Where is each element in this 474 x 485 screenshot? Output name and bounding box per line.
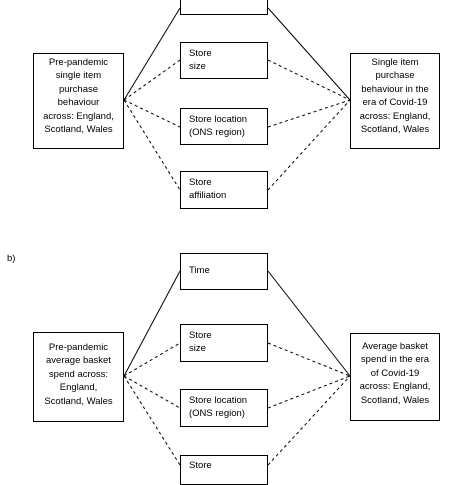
connector-b-location-left — [123, 375, 181, 409]
box-line: Scotland, Wales — [360, 124, 430, 136]
box-line: across: England, — [43, 110, 114, 122]
connector-a-size-right — [267, 59, 351, 101]
box-line: size — [189, 343, 206, 355]
box-line: average basket — [46, 355, 111, 367]
box-line: behaviour in the — [361, 83, 429, 95]
connector-b-affiliation-left — [123, 375, 181, 466]
box-line: Time — [189, 265, 210, 276]
panel-label-b: b) — [7, 253, 16, 264]
factor-box-time-a — [180, 0, 268, 15]
box-line: Store — [189, 460, 212, 471]
box-line: affiliation — [189, 190, 227, 202]
pre-pandemic-box-b: Pre-pandemic average basket spend across… — [33, 332, 124, 422]
connector-b-time-left — [123, 270, 181, 377]
box-line: Scotland, Wales — [44, 395, 113, 407]
box-line: Store — [189, 177, 212, 188]
box-line: across: England, — [359, 381, 431, 393]
box-line: spend across: — [48, 368, 109, 380]
box-line: Store location — [189, 395, 248, 406]
factor-box-affiliation-a: Store affiliation — [180, 171, 268, 209]
pre-pandemic-box-a: Pre-pandemic single item purchase behavi… — [33, 53, 124, 149]
box-line: spend in the era — [360, 354, 430, 366]
box-line: (ONS region) — [189, 127, 245, 139]
connector-b-size-left — [123, 342, 181, 377]
connector-a-time-left — [123, 7, 181, 101]
factor-box-location-b: Store location (ONS region) — [180, 389, 268, 427]
connector-a-time-right — [267, 7, 351, 101]
connector-b-location-right — [267, 375, 351, 409]
connector-a-location-left — [123, 99, 181, 128]
factor-box-affiliation-b: Store — [180, 455, 268, 485]
covid-era-box-a: Single item purchase behaviour in the er… — [350, 53, 440, 149]
box-line: England, — [59, 382, 98, 394]
box-line: behaviour — [57, 97, 100, 109]
box-line: Single item — [371, 57, 419, 68]
connector-b-size-right — [267, 342, 351, 377]
connector-a-size-left — [123, 59, 181, 101]
box-line: single item — [55, 70, 102, 82]
box-line: Store — [189, 48, 212, 59]
connector-b-time-right — [267, 270, 351, 377]
box-line: Scotland, Wales — [360, 394, 430, 406]
box-line: Store — [189, 330, 212, 341]
box-line: Average basket — [362, 341, 428, 352]
box-line: purchase — [58, 83, 99, 95]
box-line: across: England, — [359, 110, 431, 122]
box-line: Pre-pandemic — [48, 342, 109, 353]
covid-era-box-b: Average basket spend in the era of Covid… — [350, 333, 440, 421]
factor-box-size-a: Store size — [180, 42, 268, 79]
connector-b-affiliation-right — [267, 375, 351, 466]
box-line: (ONS region) — [189, 408, 245, 420]
box-line: size — [189, 61, 206, 73]
factor-box-time-b: Time — [180, 253, 268, 290]
connector-a-location-right — [267, 99, 351, 128]
box-line: Scotland, Wales — [44, 124, 113, 136]
box-line: purchase — [375, 70, 415, 82]
box-line: era of Covid-19 — [362, 97, 428, 109]
connector-a-affiliation-right — [267, 99, 351, 191]
factor-box-location-a: Store location (ONS region) — [180, 108, 268, 145]
diagram: Pre-pandemic single item purchase behavi… — [7, 0, 440, 485]
box-line: Store location — [189, 114, 248, 125]
connector-lines — [123, 7, 351, 466]
box-line: of Covid-19 — [370, 367, 420, 379]
box-line: Pre-pandemic — [48, 57, 109, 68]
factor-box-size-b: Store size — [180, 324, 268, 362]
